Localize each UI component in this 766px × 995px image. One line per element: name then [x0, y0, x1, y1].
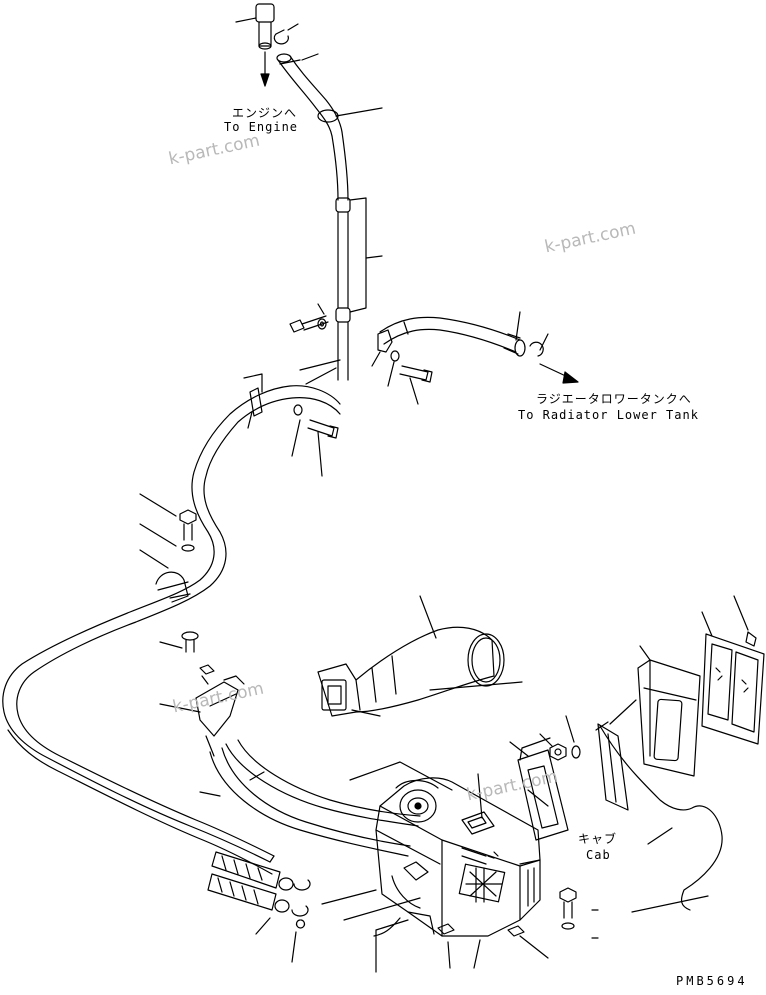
hose-bracket-right — [371, 329, 433, 405]
engine-label-jp: エンジンへ — [232, 106, 298, 120]
upper-heater-hose — [276, 53, 383, 201]
filter-frame — [509, 737, 569, 841]
engine-label-en: To Engine — [224, 120, 299, 134]
bracket-bolt — [289, 303, 329, 333]
valve-block — [159, 631, 245, 757]
radiator-label-jp: ラジエータロワータンクへ — [536, 392, 692, 406]
nut-and-washer — [539, 715, 581, 761]
arrow-to-engine — [260, 51, 270, 87]
hose-clamp-small — [273, 23, 299, 45]
drawing-code: PMB5694 — [676, 974, 748, 988]
cab-label-en: Cab — [586, 848, 611, 862]
heater-hoses-to-unit — [199, 739, 421, 857]
cover-plate — [595, 721, 629, 811]
clamp-bolt — [139, 493, 197, 552]
filter-box — [609, 645, 701, 777]
radiator-hose — [379, 311, 579, 384]
cab-outline — [599, 725, 723, 913]
window-panel — [701, 595, 765, 745]
hose-ends-lower — [207, 851, 311, 963]
long-heater-pipe — [2, 359, 341, 875]
cab-bolt — [559, 887, 599, 939]
cab-label-jp: キャブ — [578, 832, 618, 846]
heater-unit — [321, 761, 549, 973]
pipe-clamp-lower — [139, 549, 191, 603]
engine-hose-fitting — [235, 3, 275, 50]
pipe-drop — [305, 321, 349, 385]
pipe-support-bracket — [335, 197, 383, 323]
air-duct — [317, 595, 523, 717]
radiator-label-en: To Radiator Lower Tank — [518, 408, 699, 422]
